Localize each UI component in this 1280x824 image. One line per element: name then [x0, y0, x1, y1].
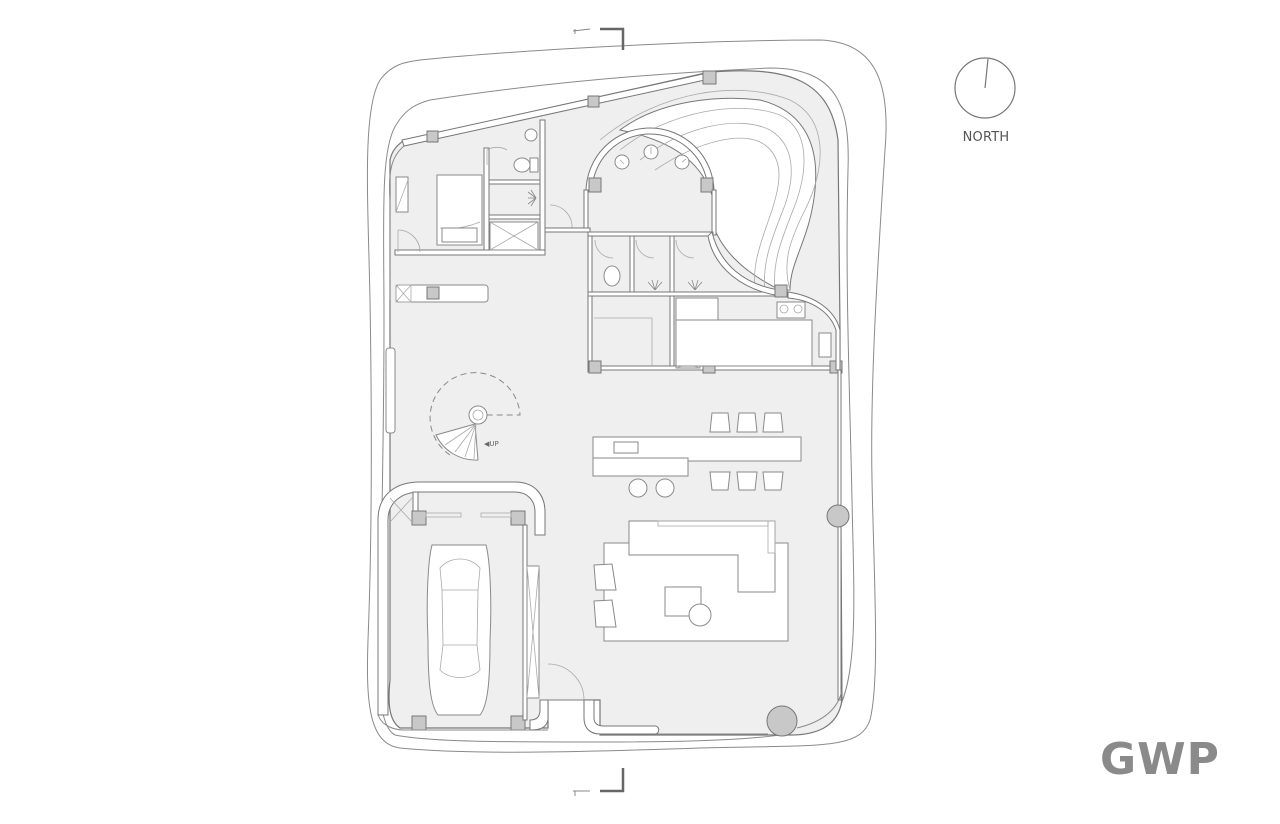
- stair-label-text: UP: [489, 440, 499, 448]
- north-label: NORTH: [962, 130, 1010, 145]
- column: [426, 130, 439, 143]
- garden-boundary: [378, 67, 855, 743]
- kitchen-counter: [675, 297, 719, 321]
- section-marker-bottom: [573, 768, 625, 796]
- toilet-icon: [513, 157, 531, 173]
- logo: GWP: [1100, 734, 1220, 785]
- section-marker-top: [572, 27, 625, 50]
- sink-icon: [613, 441, 639, 454]
- round-column: [826, 504, 850, 528]
- stair-up-label: ◀UP: [484, 440, 499, 448]
- sink-icon: [818, 332, 832, 358]
- round-column: [766, 705, 798, 737]
- car-icon: [426, 544, 492, 716]
- sink-icon: [524, 128, 538, 142]
- bar-stools: [628, 412, 784, 498]
- toilet-icon: [603, 265, 621, 287]
- shower-icon: [527, 189, 537, 207]
- column: [702, 70, 717, 85]
- column: [587, 95, 600, 108]
- armchair: [593, 563, 617, 591]
- spiral-stair-icon: [429, 372, 521, 461]
- garage-wall: [377, 481, 546, 716]
- north-arrow-icon: [954, 57, 1016, 119]
- site-boundary: [366, 39, 887, 753]
- stove-icon: [776, 301, 806, 319]
- armchair: [593, 599, 617, 628]
